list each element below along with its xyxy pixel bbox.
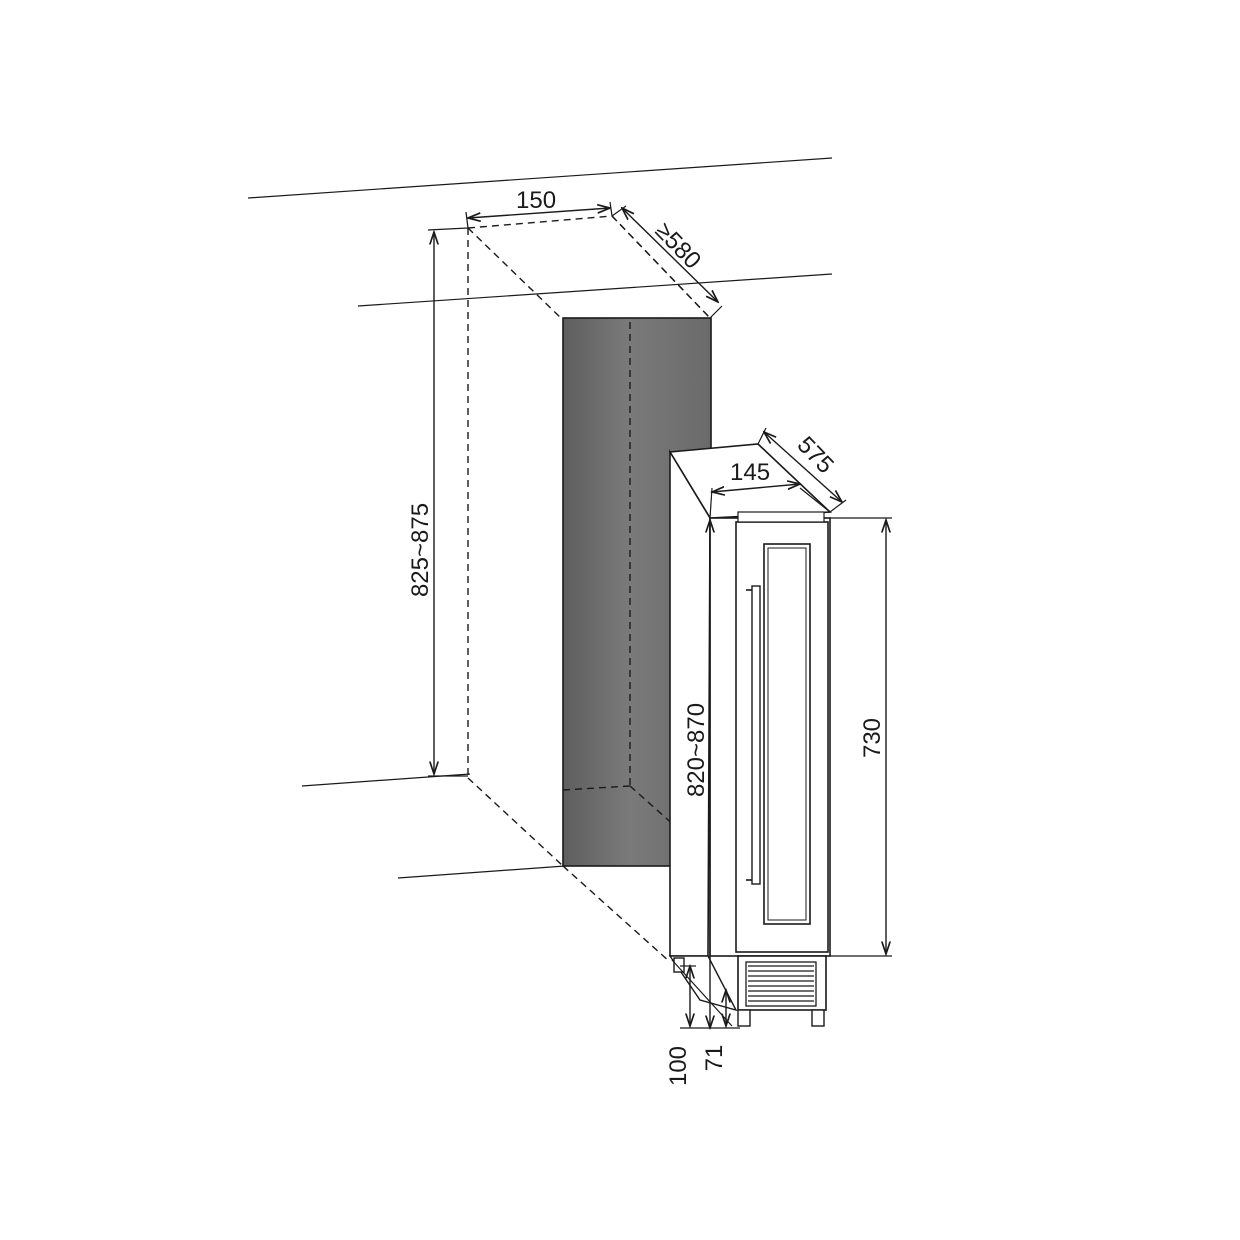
dimension-base-heights: 100 71 (665, 959, 740, 1086)
label-unit-width: 145 (730, 459, 770, 486)
dimension-unit-body-height: 730 (830, 517, 892, 957)
vent-grille (745, 961, 817, 1007)
label-niche-height: 825~875 (407, 503, 434, 597)
dimension-niche-height: 825~875 (407, 227, 469, 777)
label-unit-total-height: 820~870 (683, 703, 710, 797)
dimension-niche-width: 150 (465, 187, 613, 229)
wine-cooler-unit (668, 443, 832, 1027)
label-niche-width: 150 (516, 187, 556, 214)
door-glass (763, 543, 811, 925)
label-unit-depth: 575 (792, 431, 839, 479)
label-base-height: 100 (665, 1046, 692, 1086)
dimension-niche-depth: ≥580 (611, 205, 723, 319)
label-niche-depth: ≥580 (650, 217, 706, 274)
label-unit-body-height: 730 (859, 718, 886, 758)
door-handle (746, 585, 761, 885)
foot-front-right (811, 1009, 825, 1027)
foot-front-left (737, 1009, 751, 1027)
foot-rear (673, 957, 685, 973)
label-leg-height: 71 (701, 1045, 728, 1072)
dimension-unit-total-height: 820~870 (683, 520, 710, 1028)
